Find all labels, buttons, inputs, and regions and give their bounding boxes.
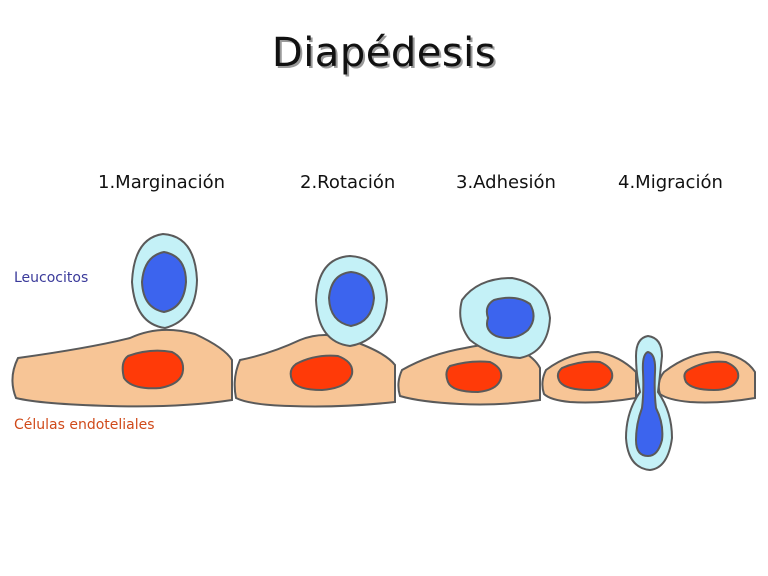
leukocyte-migracion — [624, 334, 674, 472]
diagram-title: Diapédesis — [271, 30, 497, 76]
leukocyte-nucleus-2 — [327, 270, 376, 328]
endothelial-nucleus-2 — [289, 354, 354, 392]
leukocyte-nucleus-3 — [485, 296, 535, 339]
leucocitos-label: Leucocitos — [14, 270, 89, 286]
endothelial-nucleus-5 — [683, 360, 740, 392]
leukocyte-nucleus-1 — [140, 250, 188, 314]
endothelial-nucleus-3 — [445, 360, 503, 394]
leukocyte-nucleus-4 — [634, 350, 664, 458]
endothelial-nucleus-4 — [556, 360, 614, 392]
endothelial-nuclei — [121, 349, 740, 394]
step-label-adhesion: 3.Adhesión — [456, 172, 556, 193]
leukocyte-rotacion — [314, 254, 389, 348]
step-label-migracion: 4.Migración — [618, 172, 723, 193]
leukocytes — [130, 232, 674, 472]
step-label-marginacion: 1.Marginación — [98, 172, 226, 193]
endothelial-nucleus-1 — [121, 349, 185, 390]
celulas-endoteliales-label: Células endoteliales — [14, 417, 155, 433]
leukocyte-adhesion — [459, 276, 552, 360]
step-label-rotacion: 2.Rotación — [300, 172, 396, 193]
leukocyte-marginacion — [130, 232, 199, 330]
